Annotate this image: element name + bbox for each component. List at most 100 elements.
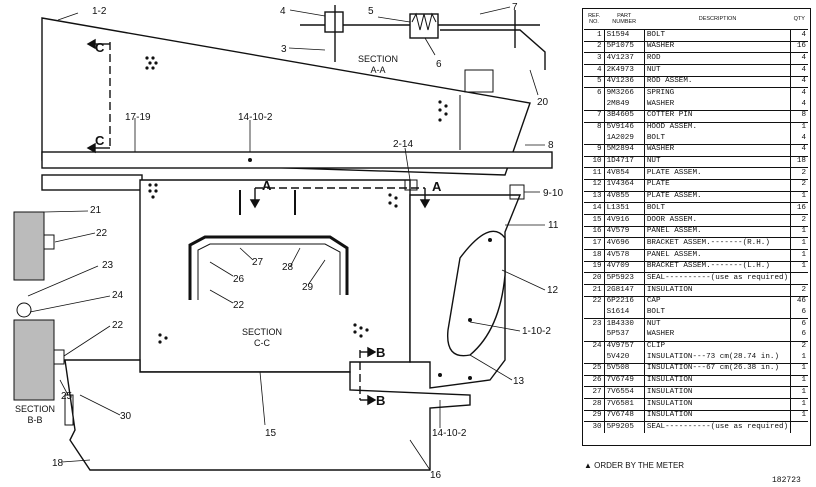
- ref-no-cell: 29: [584, 409, 605, 422]
- callout-22-c: 22: [233, 300, 245, 311]
- description-cell: WASHER: [644, 40, 792, 53]
- description-cell: PLATE ASSEM.: [644, 190, 792, 203]
- bracket-bar: [41, 151, 553, 169]
- callout-30: 30: [120, 411, 132, 422]
- callout-6: 6: [436, 59, 442, 70]
- ref-no-cell: [584, 329, 605, 342]
- qty-cell: 2: [790, 340, 808, 353]
- ref-no-cell: 25: [584, 362, 605, 376]
- callout-8: 8: [548, 140, 554, 151]
- view-marker-a-right: A: [432, 179, 442, 194]
- part-number-cell: 5P537: [604, 329, 645, 342]
- part-number-cell: 1V4364: [604, 178, 645, 192]
- ref-no-cell: 23: [584, 318, 605, 330]
- callout-28: 28: [282, 262, 294, 273]
- callout-16: 16: [430, 470, 442, 481]
- part-number-cell: 5V508: [604, 362, 645, 376]
- description-cell: NUT: [644, 318, 792, 330]
- qty-cell: 6: [801, 308, 806, 317]
- ref-no-cell: 19: [584, 260, 605, 273]
- description-cell: SEAL----------(use as required): [644, 272, 792, 285]
- part-number-cell: 5P9205: [604, 421, 645, 434]
- description-cell: BRACKET ASSEM.-------(R.H.): [644, 237, 792, 250]
- part-number-cell: S1614: [604, 307, 645, 319]
- description-cell: HOOD ASSEM.: [644, 121, 792, 134]
- ref-no-cell: 24: [584, 340, 605, 353]
- ref-no-cell: 4: [584, 64, 605, 77]
- qty-cell: 1: [790, 362, 808, 376]
- part-number-cell: 4V855: [604, 190, 645, 203]
- callout-9-10: 9-10: [543, 188, 563, 199]
- part-number-cell: 4V854: [604, 167, 645, 180]
- callout-20: 20: [537, 97, 549, 108]
- ref-no-cell: [584, 307, 605, 319]
- qty-cell: 1: [801, 352, 806, 361]
- callout-27: 27: [252, 257, 264, 268]
- qty-cell: 4: [801, 133, 806, 142]
- ref-no-cell: 12: [584, 178, 605, 192]
- section-aa-letters: A-A: [370, 65, 385, 75]
- qty-cell: [790, 421, 808, 434]
- view-marker-b-bottom: B: [376, 393, 385, 408]
- header-description: DESCRIPTION: [644, 9, 791, 30]
- qty-cell: 1: [790, 121, 808, 134]
- view-marker-c-bottom: C: [95, 133, 105, 148]
- description-cell: COTTER PIN: [644, 109, 792, 122]
- part-number-cell: S1594: [604, 29, 645, 42]
- part-number-cell: 2K4973: [604, 64, 645, 77]
- callout-25: 25: [61, 391, 73, 402]
- order-footnote: ▲ ORDER BY THE METER: [584, 461, 685, 470]
- description-cell: WASHER: [644, 99, 792, 111]
- hood-outline: [41, 17, 531, 176]
- qty-cell: 4: [790, 143, 808, 157]
- qty-cell: 18: [790, 155, 808, 168]
- callout-23: 23: [102, 260, 114, 271]
- ref-no-cell: [584, 133, 605, 145]
- qty-cell: 1: [790, 409, 808, 422]
- section-cc-letters: C-C: [254, 338, 270, 348]
- ref-no-cell: 10: [584, 155, 605, 168]
- header-ref-no: REF. NO.: [584, 9, 605, 30]
- part-number-cell: 7V6581: [604, 398, 645, 411]
- description-cell: INSULATION---67 cm(26.38 in.): [644, 362, 792, 376]
- qty-cell: 16: [790, 202, 808, 215]
- description-cell: PLATE ASSEM.: [644, 167, 792, 180]
- part-number-cell: 2G8147: [604, 284, 645, 297]
- part-number-cell: 6P2216: [604, 295, 645, 308]
- callout-15: 15: [265, 428, 277, 439]
- callout-26: 26: [233, 274, 245, 285]
- view-marker-a-left: A: [262, 178, 272, 193]
- callout-12: 12: [547, 285, 559, 296]
- qty-cell: 1: [790, 374, 808, 387]
- view-marker-b-top: B: [376, 345, 385, 360]
- ref-no-cell: 9: [584, 143, 605, 157]
- description-cell: INSULATION: [644, 409, 792, 422]
- ref-no-cell: 26: [584, 374, 605, 387]
- part-number-cell: 5V9146: [604, 121, 645, 134]
- part-number-cell: 5P5923: [604, 272, 645, 285]
- part-number-cell: L1351: [604, 202, 645, 215]
- part-number-cell: 4V578: [604, 249, 645, 262]
- callout-21: 21: [90, 205, 102, 216]
- image-number: 182723: [772, 476, 801, 485]
- section-cc-label: SECTION: [242, 327, 282, 337]
- section-bb-letters: B-B: [27, 415, 42, 425]
- ref-no-cell: [584, 99, 605, 111]
- ref-no-cell: 14: [584, 202, 605, 215]
- ref-no-cell: 17: [584, 237, 605, 250]
- part-number-cell: 4V916: [604, 214, 645, 227]
